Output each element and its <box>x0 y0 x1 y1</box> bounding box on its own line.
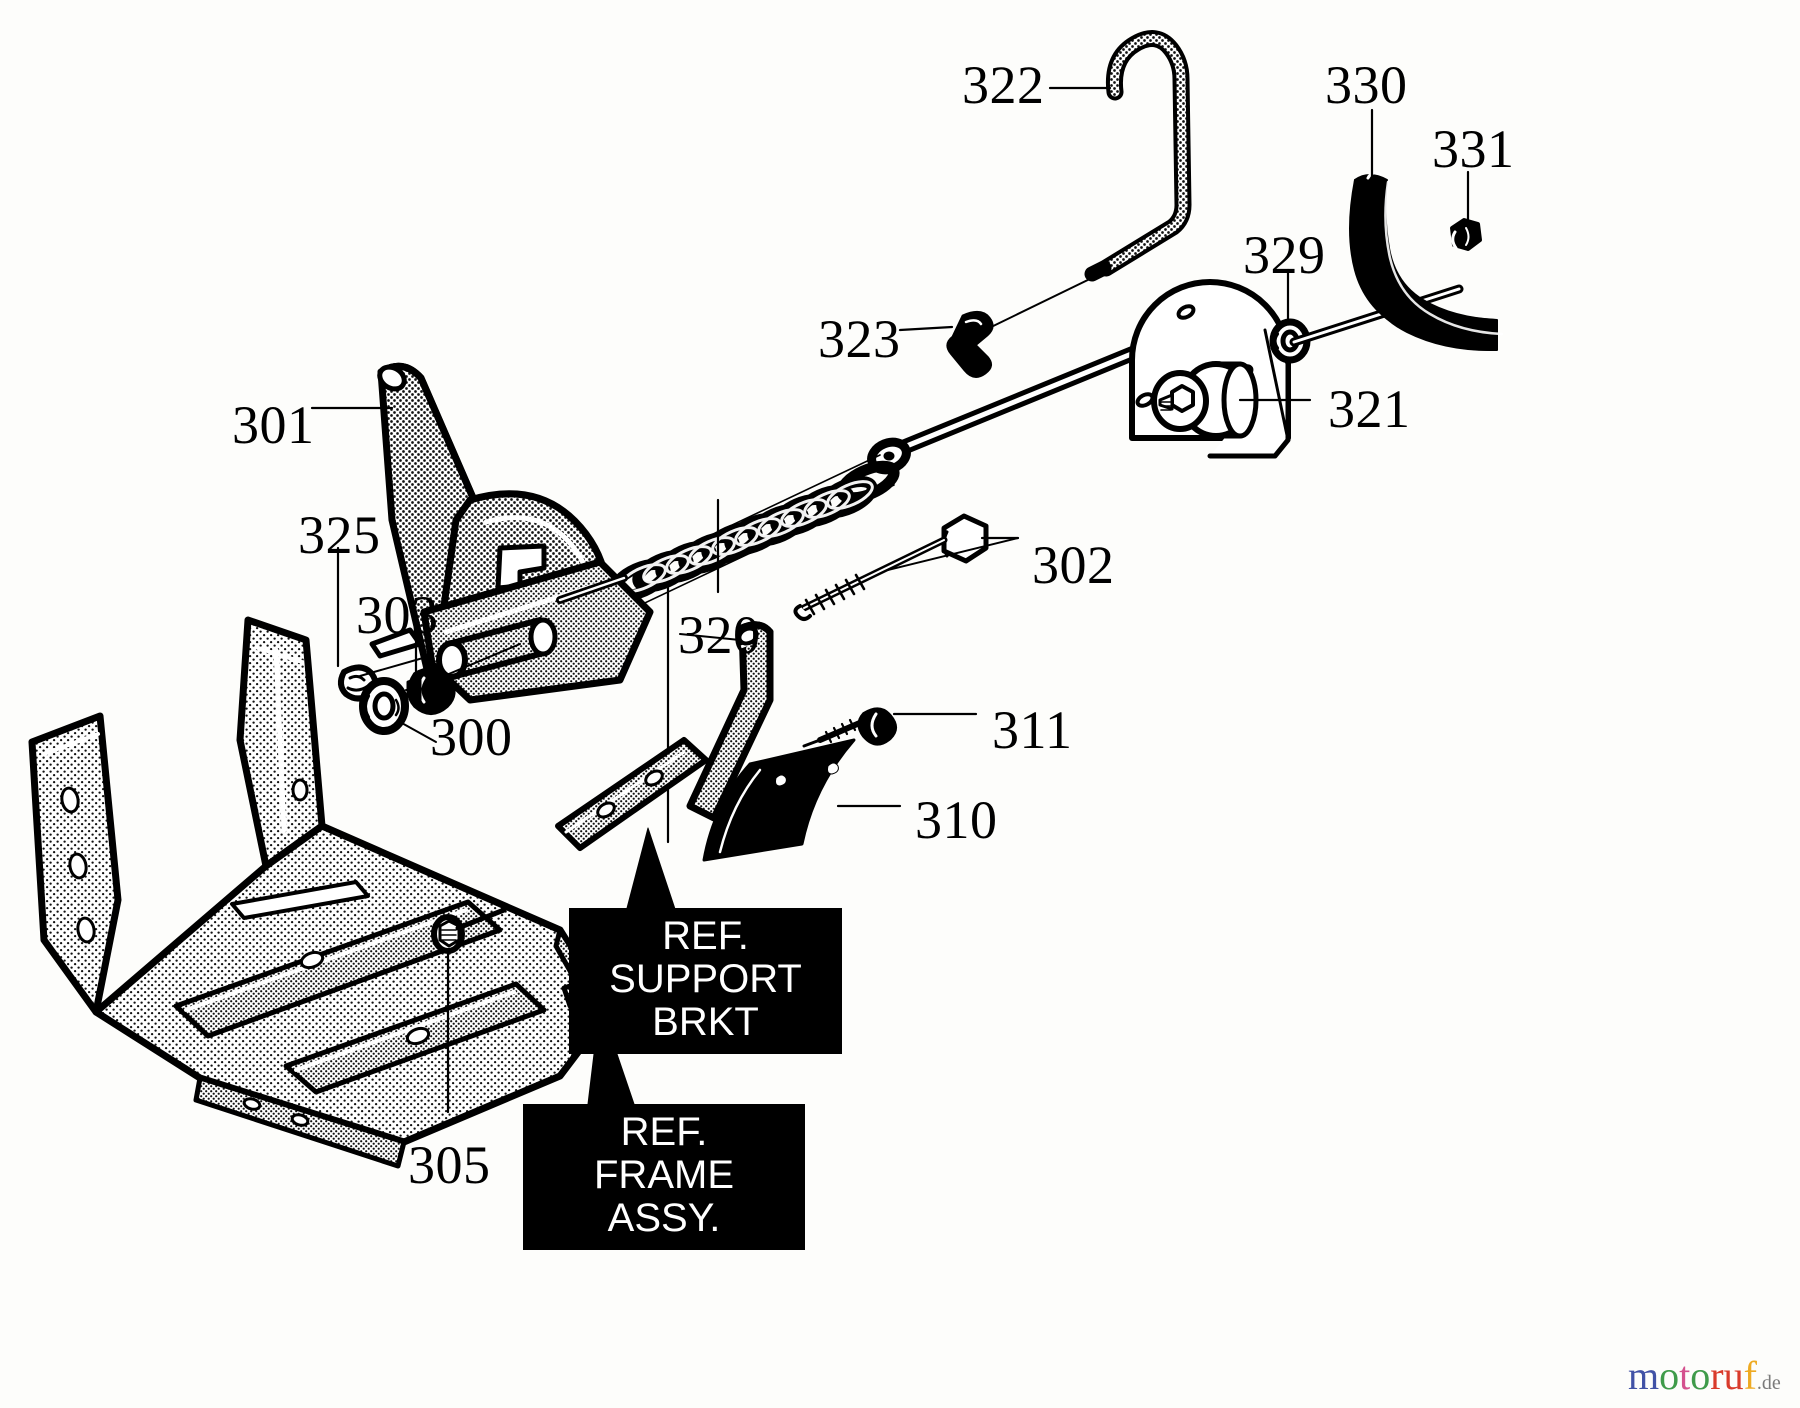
wm-letter-f: f <box>1743 1353 1757 1398</box>
callout-320: 320 <box>678 605 761 665</box>
part-330-tine-blade <box>1349 171 1504 352</box>
callout-323: 323 <box>818 309 901 369</box>
callout-330: 330 <box>1325 55 1408 115</box>
wm-letter-u: u <box>1723 1353 1744 1398</box>
callout-301: 301 <box>232 395 315 455</box>
frame-assembly <box>28 616 617 1169</box>
tine-shaft <box>1289 284 1464 347</box>
part-329-pulley-bracket <box>1129 279 1291 459</box>
ref-label-support-brkt: REF. SUPPORT BRKT <box>569 908 842 1054</box>
callout-329: 329 <box>1243 225 1326 285</box>
callout-325: 325 <box>298 505 381 565</box>
motoruf-watermark: motoruf.de <box>1628 1356 1781 1396</box>
wm-letter-m: m <box>1628 1353 1660 1398</box>
support-bracket-arm <box>555 737 709 851</box>
callout-321: 321 <box>1328 379 1411 439</box>
wm-letter-o1: o <box>1659 1353 1680 1398</box>
callout-331: 331 <box>1432 119 1515 179</box>
part-323-spring-clip <box>946 311 994 378</box>
part-331-retaining-nut <box>1450 218 1482 251</box>
callout-300: 300 <box>430 707 513 767</box>
wm-letter-t: t <box>1679 1353 1691 1398</box>
callout-302: 302 <box>1032 535 1115 595</box>
part-311-blade-bolt <box>802 707 897 748</box>
lever-base-bracket <box>420 558 654 704</box>
callout-310: 310 <box>915 790 998 850</box>
part-322-rod-hook <box>1084 30 1192 282</box>
part-300-flange-bearing <box>359 677 409 735</box>
part-302-hex-bolt <box>793 513 989 621</box>
callout-322: 322 <box>962 55 1045 115</box>
wm-letter-r: r <box>1710 1353 1724 1398</box>
wm-suffix: .de <box>1756 1372 1781 1394</box>
part-303-bushing <box>406 666 456 715</box>
ref-label-frame-assy: REF. FRAME ASSY. <box>523 1104 805 1250</box>
callout-303: 303 <box>356 585 439 645</box>
part-320-extension-spring <box>609 454 900 611</box>
part-305-pivot-bolt <box>431 907 507 954</box>
support-bracket-u <box>686 621 774 822</box>
part-310-scraper-blade <box>702 738 856 862</box>
callout-311: 311 <box>992 700 1073 760</box>
wm-letter-o2: o <box>1690 1353 1711 1398</box>
callout-305: 305 <box>408 1135 491 1195</box>
